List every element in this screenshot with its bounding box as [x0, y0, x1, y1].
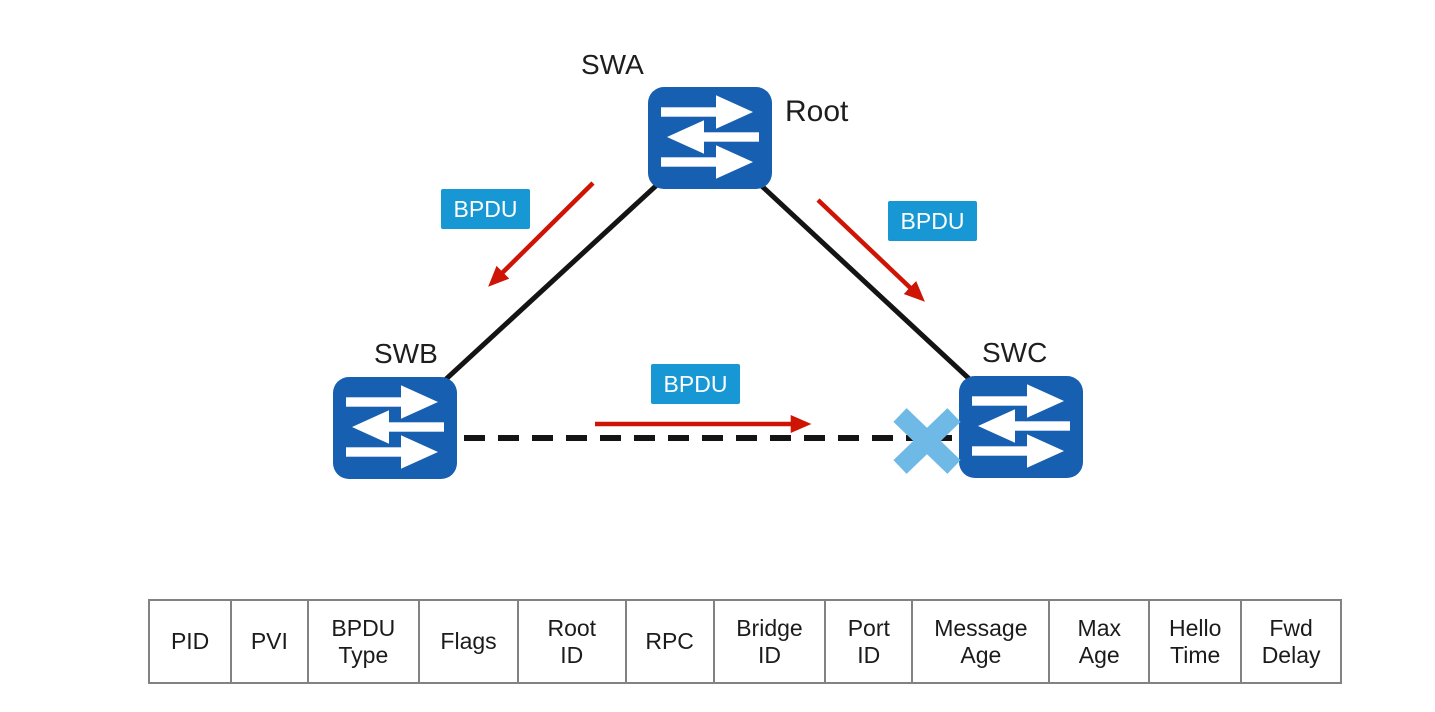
field-line2: Age: [1078, 641, 1120, 668]
field-line1: PID: [170, 628, 210, 654]
field-line2: Age: [960, 641, 1002, 668]
bpdu-field-bpdu-type: BPDU Type: [309, 601, 421, 682]
label-swb: SWB: [374, 338, 438, 369]
bpdu-flow-arrow-left: [488, 181, 595, 287]
field-line2: ID: [857, 641, 881, 668]
label-swa-root: Root: [785, 95, 849, 128]
field-line1: BPDU: [331, 614, 396, 641]
bpdu-field-flags: Flags: [420, 601, 519, 682]
bpdu-field-port-id: Port ID: [826, 601, 914, 682]
bpdu-field-message-age: Message Age: [913, 601, 1051, 682]
bpdu-field-root-id: Root ID: [519, 601, 627, 682]
bpdu-field-bridge-id: Bridge ID: [715, 601, 827, 682]
blocked-port-x-icon: [893, 408, 961, 474]
bpdu-field-fwd-delay: Fwd Delay: [1242, 601, 1340, 682]
bpdu-field-rpc: RPC: [627, 601, 715, 682]
field-line1: Port: [847, 614, 890, 641]
switch-swc-icon: [959, 376, 1083, 478]
field-line2: ID: [560, 641, 584, 668]
switch-arrows-icon: [346, 385, 444, 469]
bpdu-badge-left: BPDU: [441, 189, 530, 229]
switch-arrows-icon: [661, 95, 759, 179]
field-line1: RPC: [645, 628, 694, 654]
switch-arrows-icon: [972, 384, 1070, 468]
field-line2: Delay: [1261, 641, 1321, 668]
bpdu-badge-middle: BPDU: [651, 364, 740, 404]
label-swc: SWC: [982, 337, 1048, 368]
switch-swb-icon: [333, 377, 457, 479]
bpdu-field-pvi: PVI: [232, 601, 309, 682]
switch-swa-icon: [648, 87, 772, 189]
field-line2: Type: [338, 641, 389, 668]
bpdu-format-table: PID PVI BPDU Type Flags Root ID RPC Brid…: [148, 599, 1342, 684]
bpdu-flow-arrow-right: [816, 198, 925, 302]
field-line1: PVI: [250, 628, 288, 654]
field-line1: Fwd: [1269, 614, 1313, 641]
bpdu-field-max-age: Max Age: [1050, 601, 1151, 682]
label-swa: SWA: [581, 49, 644, 80]
field-line1: Message: [934, 614, 1028, 641]
field-line1: Max: [1077, 614, 1121, 641]
field-line1: Bridge: [736, 614, 803, 641]
bpdu-badge-right: BPDU: [888, 201, 977, 241]
bpdu-field-hello-time: Hello Time: [1150, 601, 1243, 682]
bpdu-field-pid: PID: [150, 601, 233, 682]
field-line1: Root: [547, 614, 597, 641]
field-line1: Flags: [440, 628, 497, 654]
field-line2: ID: [757, 641, 781, 668]
field-line2: Time: [1170, 641, 1221, 668]
field-line1: Hello: [1168, 614, 1222, 641]
